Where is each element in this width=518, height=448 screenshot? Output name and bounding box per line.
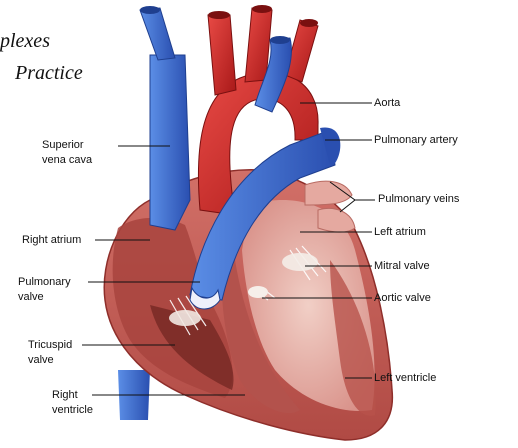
aorta-branch-1: [208, 15, 236, 95]
label-pulmonary-artery: Pulmonary artery: [374, 133, 458, 148]
label-superior-vena-cava: Superior vena cava: [42, 138, 92, 168]
mitral-valve-shape: [282, 253, 318, 271]
superior-vena-cava: [150, 55, 190, 230]
label-left-ventricle: Left ventricle: [374, 371, 436, 386]
label-tricuspid-valve: Tricuspid valve: [28, 338, 72, 368]
label-right-ventricle: Right ventricle: [52, 388, 93, 418]
pulmonary-vein-lower: [318, 208, 355, 232]
aortic-valve-shape: [248, 286, 268, 298]
label-pulmonary-valve: Pulmonary valve: [18, 275, 71, 305]
label-aortic-valve: Aortic valve: [374, 291, 431, 306]
tricuspid-valve-shape: [169, 310, 201, 326]
label-mitral-valve: Mitral valve: [374, 259, 430, 274]
caption-line-1: plexes: [0, 30, 50, 53]
label-pulmonary-veins: Pulmonary veins: [378, 192, 459, 207]
label-aorta: Aorta: [374, 96, 400, 111]
label-right-atrium: Right atrium: [22, 233, 81, 248]
caption-line-2: Practice: [15, 62, 83, 85]
blue-branch-left: [140, 8, 175, 60]
label-left-atrium: Left atrium: [374, 225, 426, 240]
